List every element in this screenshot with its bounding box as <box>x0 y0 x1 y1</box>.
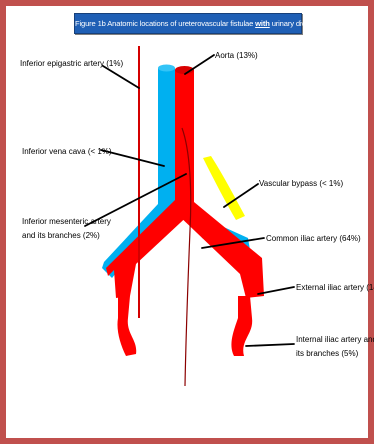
leader-internal-iliac <box>246 344 294 346</box>
label-inferior-mesenteric-line1: Inferior mesenteric artery <box>22 217 111 226</box>
label-internal-iliac-line1: Internal iliac artery and <box>296 335 374 344</box>
label-inferior-vena-cava: Inferior vena cava (< 1%) <box>22 147 112 156</box>
vascular-bypass-graft <box>203 156 245 220</box>
label-internal-iliac-line2: its branches (5%) <box>296 349 359 358</box>
left-internal-iliac <box>231 296 252 356</box>
leader-inferior-epigastric <box>103 66 139 88</box>
leader-aorta <box>185 55 214 74</box>
label-external-iliac-artery: External iliac artery (14%) <box>296 283 374 292</box>
label-vascular-bypass: Vascular bypass (< 1%) <box>259 179 343 188</box>
label-common-iliac-artery: Common iliac artery (64%) <box>266 234 361 243</box>
label-inferior-mesenteric-line2: and its branches (2%) <box>22 231 100 240</box>
label-aorta: Aorta (13%) <box>215 51 258 60</box>
label-inferior-epigastric-artery: Inferior epigastric artery (1%) <box>20 59 123 68</box>
right-internal-iliac <box>117 296 136 356</box>
